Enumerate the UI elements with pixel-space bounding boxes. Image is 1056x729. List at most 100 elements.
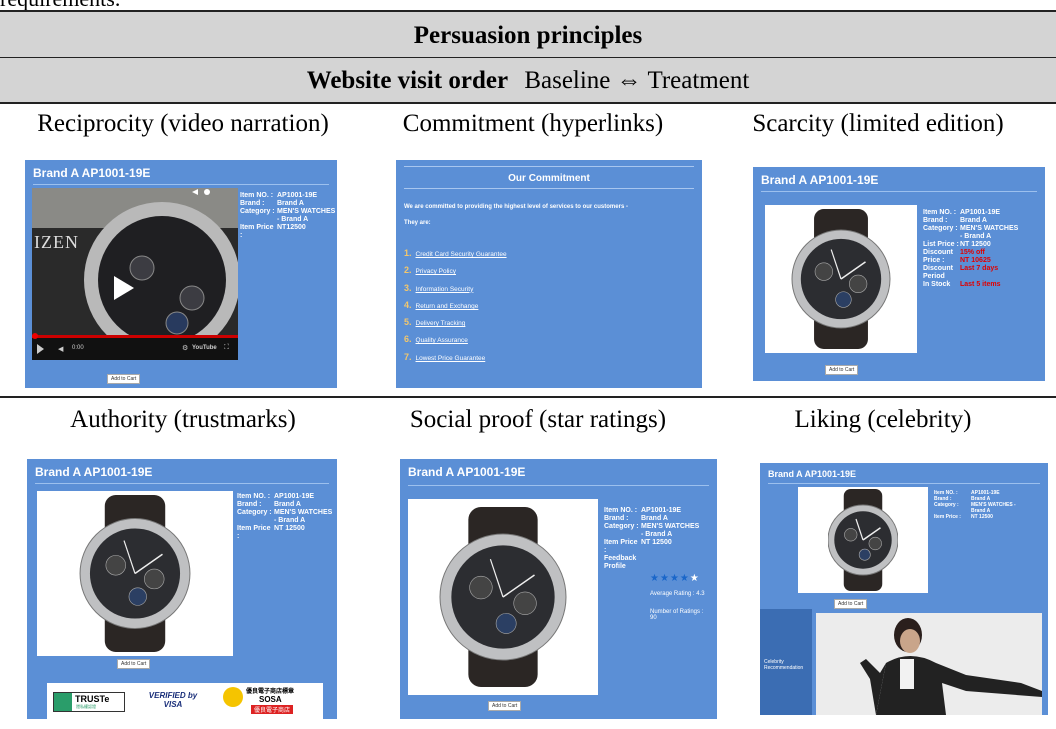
info-value: NT 12500 <box>960 241 991 248</box>
add-to-cart-button[interactable]: Add to Cart <box>834 599 868 609</box>
info-row: Item NO. :AP1001-19E <box>934 490 1031 496</box>
video-player[interactable]: IZEN 0:00 ◀︎ ⚙ YouTube ⛶ <box>32 188 240 360</box>
info-row: Feedback Profile <box>604 555 701 571</box>
commitment-link[interactable]: Return and Exchange <box>415 302 479 310</box>
caption-commitment: Commitment (hyperlinks) <box>402 110 664 137</box>
commitment-link-item[interactable]: 1.Credit Card Security Guarantee <box>404 248 507 265</box>
watch-moonphase <box>858 548 871 561</box>
star-filled-icon: ★ <box>659 573 670 584</box>
info-row: Category :MEN'S WATCHES - Brand A <box>237 509 334 525</box>
product-image <box>798 487 928 593</box>
divider <box>33 184 329 185</box>
info-row: Price :NT 10625 <box>923 257 1020 265</box>
info-key: Discount Period <box>923 265 953 280</box>
commitment-link[interactable]: Quality Assurance <box>415 337 468 345</box>
info-row: Item Price :NT12500 <box>240 224 337 240</box>
info-value: AP1001-19E <box>641 507 682 514</box>
divider <box>404 166 694 167</box>
caption-authority: Authority (trustmarks) <box>70 406 296 433</box>
info-value: Last 7 days <box>960 265 999 272</box>
info-value: NT 12500 <box>641 539 672 546</box>
trustmark-bar: TRUSTe 隱私權認證 VERIFIED by VISA 優良電子商店標章 S… <box>47 683 323 719</box>
info-row: Discount 15% off <box>923 249 1020 257</box>
info-key: Item Price : <box>240 224 274 239</box>
info-key: Price : <box>923 257 945 264</box>
info-key: Item NO. : <box>604 507 638 514</box>
commitment-link[interactable]: Lowest Price Guarantee <box>415 354 486 362</box>
add-to-cart-button[interactable]: Add to Cart <box>488 701 522 711</box>
divider <box>768 483 1040 484</box>
info-row: Item NO. :AP1001-19E <box>237 493 334 501</box>
fullscreen-icon[interactable]: ⛶ <box>224 344 229 351</box>
info-row: Item NO. :AP1001-19E <box>923 209 1020 217</box>
commitment-link-item[interactable]: 6.Quality Assurance <box>404 334 507 351</box>
star-empty-icon: ★ <box>689 573 700 584</box>
commitment-title: Our Commitment <box>508 173 590 184</box>
product-image <box>765 205 917 353</box>
info-value: Brand A <box>274 501 301 508</box>
info-value: MEN'S WATCHES - Brand A <box>277 208 336 223</box>
verified-by-visa-badge[interactable]: VERIFIED by VISA <box>148 691 198 709</box>
add-to-cart-button[interactable]: Add to Cart <box>107 374 141 384</box>
caption-social-proof: Social proof (star ratings) <box>409 406 667 433</box>
commitment-link[interactable]: Credit Card Security Guarantee <box>415 251 507 258</box>
volume-icon[interactable]: ◀︎ <box>58 346 64 353</box>
watch-hand <box>123 540 136 574</box>
commitment-link-item[interactable]: 2.Privacy Policy <box>404 265 507 282</box>
watch-image <box>79 495 191 652</box>
sosa-bottom-text: 優良電子商店 <box>251 705 294 714</box>
commitment-link[interactable]: Information Security <box>415 285 474 293</box>
watch-moonphase <box>128 587 147 606</box>
truste-badge[interactable]: TRUSTe 隱私權認證 <box>53 692 125 712</box>
watch-video-frame <box>32 188 240 360</box>
add-to-cart-button[interactable]: Add to Cart <box>117 659 151 669</box>
celebrity-label: Celebrity Recommendation <box>764 659 804 671</box>
celebrity-label-box: Celebrity Recommendation <box>760 609 812 715</box>
info-row: In Stock Last 5 items <box>923 281 1020 289</box>
info-value: Last 5 items <box>960 281 1001 288</box>
youtube-logo-icon[interactable]: YouTube <box>192 345 217 351</box>
info-key: Brand : <box>604 515 629 522</box>
info-value: Brand A <box>971 496 991 502</box>
info-row: Item NO. :AP1001-19E <box>240 192 337 200</box>
divider <box>404 188 694 189</box>
ratings-count: Number of Ratings : 90 <box>650 609 704 621</box>
truste-sub: 隱私權認證 <box>76 704 96 709</box>
info-key: Item NO. : <box>240 192 274 199</box>
info-key: Brand : <box>934 496 952 502</box>
commitment-link-item[interactable]: 4.Return and Exchange <box>404 300 507 317</box>
truste-label: TRUSTe <box>75 694 110 704</box>
watch-moonphase <box>835 291 852 308</box>
info-key: In Stock <box>923 281 951 288</box>
commitment-link-item[interactable]: 5.Delivery Tracking <box>404 317 507 334</box>
commitment-link-item[interactable]: 3.Information Security <box>404 283 507 300</box>
commitment-link-item[interactable]: 7.Lowest Price Guarantee <box>404 352 507 369</box>
watch-hand <box>134 553 163 575</box>
info-value: Brand A <box>641 515 668 522</box>
commitment-link[interactable]: Privacy Policy <box>415 268 456 276</box>
sosa-logo-text: SOSA <box>259 695 282 704</box>
info-value: 15% off <box>960 249 985 256</box>
item-number: 6. <box>404 334 412 345</box>
average-rating: Average Rating : 4.3 <box>650 591 705 597</box>
commitment-link[interactable]: Delivery Tracking <box>415 320 466 328</box>
info-value: NT 12500 <box>274 525 305 532</box>
star-rating[interactable]: ★★★★★ <box>650 573 700 584</box>
info-row: Category :MEN'S WATCHES - Brand A <box>934 502 1031 514</box>
info-row: Item Price :NT 12500 <box>604 539 701 555</box>
settings-gear-icon[interactable]: ⚙ <box>182 345 189 352</box>
product-image <box>408 499 598 695</box>
sosa-mascot-icon <box>223 687 243 707</box>
watch-subdial <box>144 568 165 590</box>
watch-subdial <box>513 591 537 615</box>
info-row: Item Price :NT 12500 <box>934 514 1031 520</box>
watch-subdial <box>849 274 868 294</box>
watch-moonphase <box>495 613 517 634</box>
watch-hand <box>862 527 881 541</box>
watch-brand-text: IZEN <box>34 232 79 252</box>
add-to-cart-button[interactable]: Add to Cart <box>825 365 859 375</box>
info-key: Discount <box>923 249 953 256</box>
info-value: Brand A <box>960 217 987 224</box>
